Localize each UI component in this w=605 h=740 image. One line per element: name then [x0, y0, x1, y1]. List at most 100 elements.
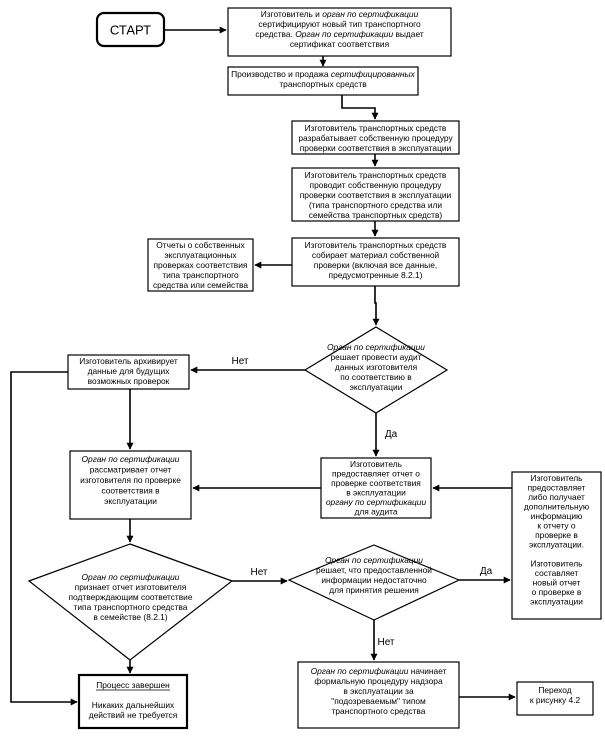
text-line: сертификат соответствия [290, 39, 389, 49]
edge-label-no-formal: Нет [377, 637, 394, 648]
extra-info-node [511, 471, 602, 620]
text-line: рассматривает отчет [90, 465, 172, 475]
edge-label-yes-audit: Да [385, 429, 398, 440]
text-line: эксплуатации [530, 597, 583, 607]
text-line: транспортного средства [332, 706, 426, 716]
text-line: для аудита [354, 507, 397, 517]
text-line: о проверке в [532, 587, 582, 597]
process-done-node [77, 673, 189, 730]
text-line: новый отчет [533, 578, 581, 588]
text-line: проверках соответствия [154, 260, 248, 270]
text-line: проверки соответствия в эксплуатации [300, 190, 452, 200]
text-line: эксплуатации. [529, 540, 584, 550]
text-line: собирает материал собственной [312, 250, 440, 260]
edge-label-no-done: Нет [250, 567, 267, 578]
text-line [132, 690, 134, 700]
start-label: СТАРТ [110, 23, 151, 38]
text-line: Изготовитель [350, 459, 403, 469]
text-line: разрабатывает собственную процедуру [298, 133, 453, 143]
text-line: предусмотренные 8.2.1) [329, 270, 423, 280]
text-line: Изготовитель и орган по сертификации [261, 9, 419, 19]
text-line: Изготовитель [530, 473, 583, 483]
text-line: информацию [531, 511, 583, 521]
provide-report-node [320, 457, 432, 519]
text-line: соответствия в [101, 486, 160, 496]
text-line: семейства транспортных средств) [309, 210, 443, 220]
text-line: транспортных средств [279, 79, 367, 89]
text-line: Изготовитель архивирует [79, 356, 178, 366]
text-line [555, 549, 557, 559]
text-line: Никаких дальнейших [92, 700, 175, 710]
text-line: возможных проверок [88, 376, 170, 386]
text-line: эксплуатационных [164, 250, 237, 260]
text-line: Орган по сертификации [82, 572, 180, 582]
text-line: типа транспортного [162, 270, 239, 280]
text-line: либо получает [528, 492, 585, 502]
text-line: данные для будущих [88, 366, 171, 376]
text-line: дополнительную [524, 502, 589, 512]
text-line: типа транспортного средства [74, 602, 188, 612]
text-line: Изготовитель транспортных средств [305, 123, 447, 133]
text-line: Переход [538, 685, 571, 695]
text-line: Процесс завершен [96, 680, 170, 690]
text-line: проверки (включая все данные, [314, 260, 437, 270]
text-line: данных изготовителя [335, 362, 417, 372]
text-line: Орган по сертификации начинает [311, 666, 447, 676]
text-line: средства или семейства [153, 280, 248, 290]
review-node [69, 450, 192, 520]
text-line: в эксплуатации за [343, 686, 414, 696]
text-line: эксплуатации [104, 496, 157, 506]
production-node [227, 66, 419, 96]
text-line: органу по сертификации [326, 497, 427, 507]
text-line: Отчеты о собственных [156, 240, 245, 250]
text-line: решает, что предоставленной [316, 565, 432, 575]
text-line: Орган по сертификации [325, 555, 423, 565]
text-line: эксплуатации [350, 382, 403, 392]
text-line: (типа транспортного средства или [309, 200, 443, 210]
reports-node [147, 238, 254, 292]
formal-procedure-node [297, 661, 460, 729]
text-line: к отчету о [537, 521, 575, 531]
text-line: Изготовитель [530, 559, 583, 569]
text-line: составляет [535, 568, 579, 578]
goto-node [516, 681, 594, 716]
text-line: "подозреваемым" типом [331, 696, 426, 706]
text-line: Производство и продажа сертифицированных [231, 69, 416, 79]
certify-node [227, 7, 452, 57]
text-line: для принятия решения [329, 585, 419, 595]
text-line: СТАРТ [110, 23, 151, 38]
text-line: проверке соответствия [331, 478, 421, 488]
edge-label-yes-extra: Да [480, 566, 493, 577]
text-line: решает провести аудит [331, 352, 422, 362]
text-line: проверке в [535, 530, 578, 540]
arrow-production-develop [341, 95, 379, 120]
text-line: предоставляет [528, 483, 586, 493]
edge-label-no-archive: Нет [231, 356, 248, 367]
text-line: изготовителя по проверке [80, 475, 181, 485]
text-line: признает отчет изготовителя [75, 582, 187, 592]
text-line: проверки соответствия в эксплуатации [300, 143, 452, 153]
arrow-archive-done [10, 371, 78, 706]
text-line: Орган по сертификации [82, 454, 180, 464]
text-line: сертифицируют новый тип транспортного [258, 19, 421, 29]
text-line: в эксплуатации [346, 488, 406, 498]
arrow-collect-audit [372, 286, 380, 326]
text-line: в семействе (8.2.1) [93, 612, 167, 622]
text-line: формальную процедуру надзора [314, 676, 443, 686]
text-line: по соответствию в [340, 372, 412, 382]
